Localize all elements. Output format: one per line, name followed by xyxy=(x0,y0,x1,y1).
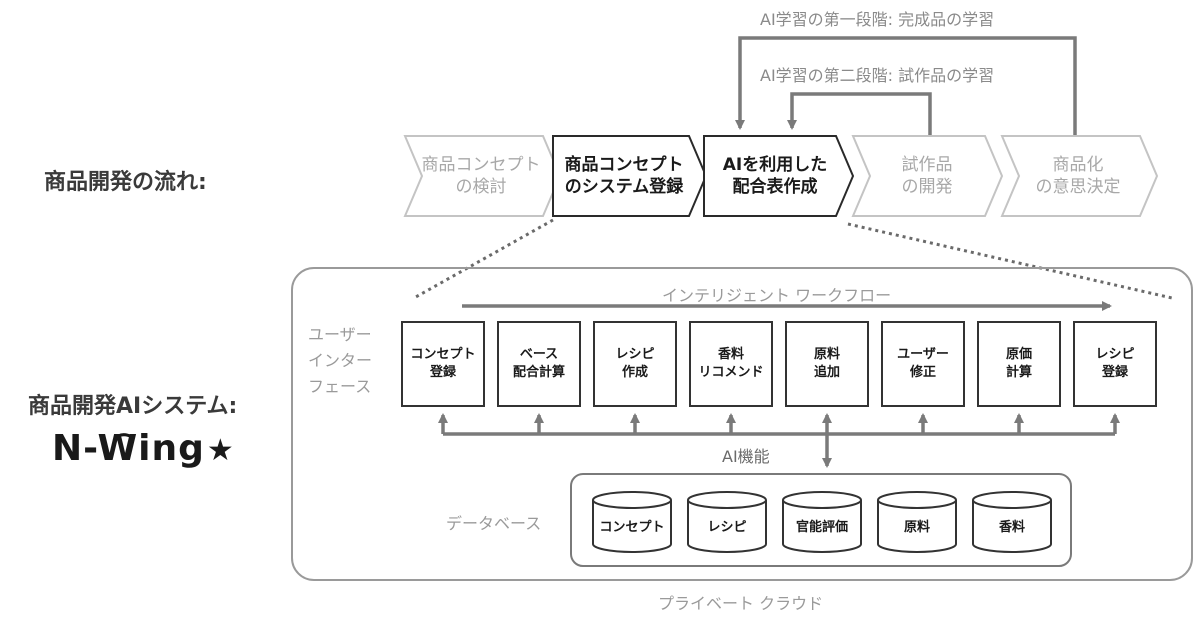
flow-stage-2: 商品コンセプト のシステム登録 xyxy=(564,155,684,197)
module-cost-calc: 原価 計算 xyxy=(1005,347,1032,380)
database-cylinders xyxy=(592,491,1052,553)
db-flavor: 香料 xyxy=(998,519,1025,535)
db-cylinder-4 xyxy=(877,491,957,553)
zoom-line-left xyxy=(413,218,554,300)
module-box-6 xyxy=(881,321,965,407)
module-box-3 xyxy=(593,321,677,407)
module-recipe-create: レシピ 作成 xyxy=(615,347,655,380)
learning-stage-2-label: AI学習の第二段階: 試作品の学習 xyxy=(760,66,995,85)
ai-bus-arrows xyxy=(438,413,1120,434)
flow-stage-3: AIを利用した 配合表作成 xyxy=(722,155,828,197)
logo-text: N-Wing xyxy=(52,428,205,469)
module-boxes xyxy=(401,321,1157,407)
db-cylinder-5 xyxy=(972,491,1052,553)
module-box-1 xyxy=(401,321,485,407)
ai-function-label: AI機能 xyxy=(722,447,770,466)
db-ingredient: 原料 xyxy=(903,519,930,535)
flow-stage-4-shape xyxy=(851,135,1004,217)
db-recipe: レシピ xyxy=(707,519,747,535)
flow-stage-5: 商品化 の意思決定 xyxy=(1035,155,1121,197)
zoom-line-right xyxy=(847,222,1173,300)
system-label: 商品開発AIシステム: xyxy=(28,394,238,419)
flow-stage-3-shape xyxy=(703,135,855,217)
module-box-8 xyxy=(1073,321,1157,407)
module-box-5 xyxy=(785,321,869,407)
db-concept: コンセプト xyxy=(599,519,665,535)
database-frame xyxy=(570,473,1072,567)
flow-stage-1-shape xyxy=(403,135,562,217)
user-interface-label: ユーザー インター フェース xyxy=(308,325,373,396)
learning-loop-2-arrow xyxy=(787,92,932,136)
learning-loop-1-arrow xyxy=(735,36,1077,136)
db-cylinder-1 xyxy=(592,491,672,553)
module-flavor-recommend: 香料 リコメンド xyxy=(698,347,764,380)
learning-stage-1-label: AI学習の第一段階: 完成品の学習 xyxy=(760,10,995,29)
module-user-edit: ユーザー 修正 xyxy=(897,347,949,380)
module-recipe-register: レシピ 登録 xyxy=(1095,347,1135,380)
flow-stage-5-shape xyxy=(1000,135,1159,217)
database-label: データベース xyxy=(446,514,542,533)
module-box-4 xyxy=(689,321,773,407)
private-cloud-frame xyxy=(291,267,1193,581)
flow-stage-1: 商品コンセプト の検討 xyxy=(421,155,541,197)
workflow-label: インテリジェント ワークフロー xyxy=(662,286,892,305)
module-base-formula: ベース 配合計算 xyxy=(512,347,565,380)
private-cloud-label: プライベート クラウド xyxy=(658,594,824,613)
db-cylinder-2 xyxy=(687,491,767,553)
db-sensory: 官能評価 xyxy=(795,519,848,535)
db-cylinder-3 xyxy=(782,491,862,553)
star-icon: ★ xyxy=(206,433,235,468)
module-ingredient-add: 原料 追加 xyxy=(813,347,840,380)
flow-stage-4: 試作品 の開発 xyxy=(901,155,953,197)
module-box-2 xyxy=(497,321,581,407)
logo-swoosh-icon xyxy=(112,433,131,441)
n-wing-logo: N-Wing★ xyxy=(52,428,235,469)
flow-label: 商品開発の流れ: xyxy=(44,170,207,195)
module-concept-register: コンセプト 登録 xyxy=(410,347,476,380)
flow-stage-2-shape xyxy=(552,135,708,217)
module-box-7 xyxy=(977,321,1061,407)
